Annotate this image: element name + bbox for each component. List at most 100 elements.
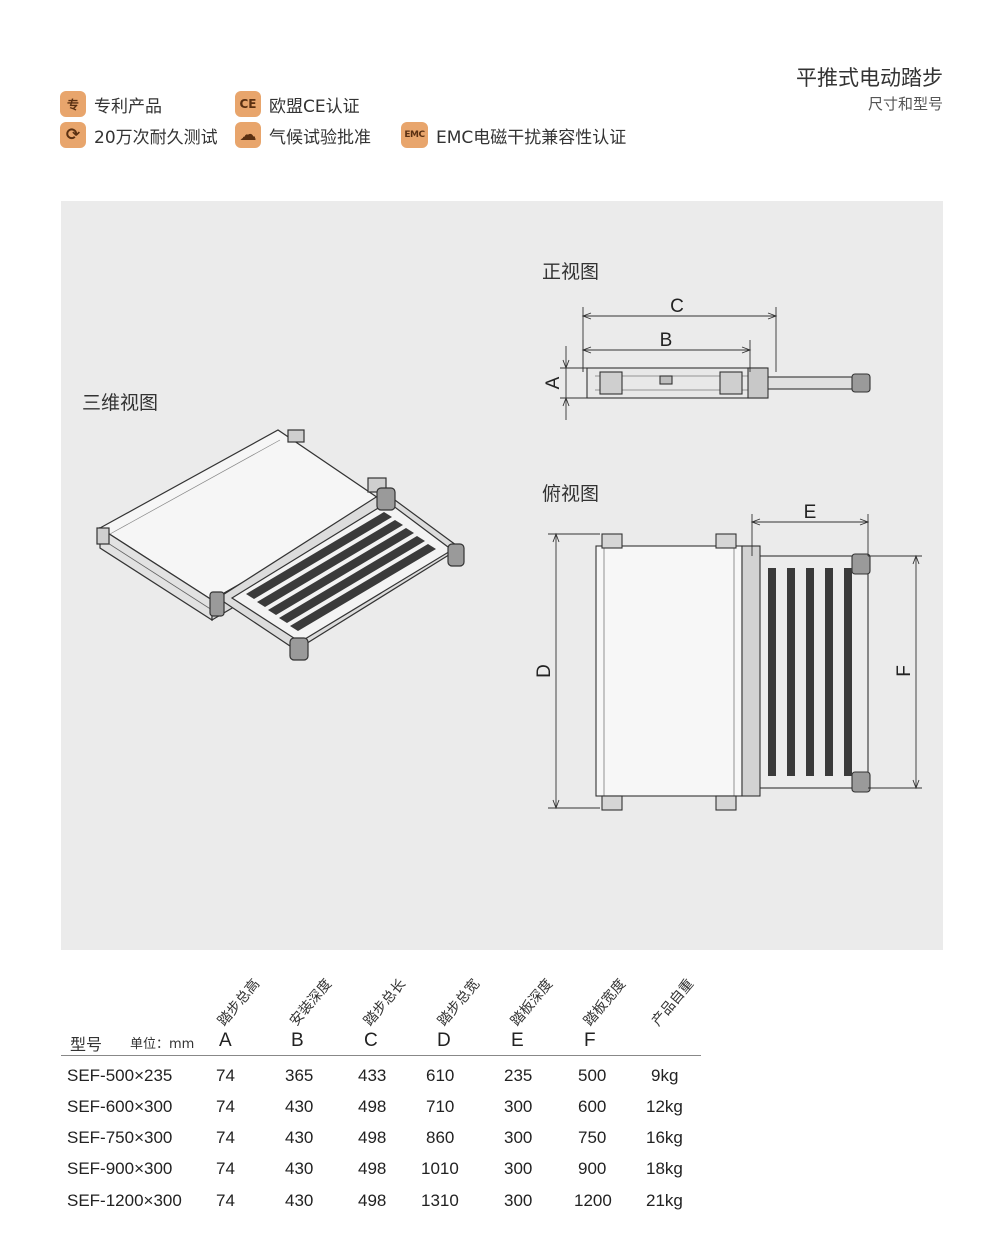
front-step-arm (766, 376, 856, 390)
top-treads (768, 568, 852, 776)
iso-corner-cap (376, 487, 396, 511)
table-cell: 610 (426, 1066, 455, 1085)
column-letter-b: B (291, 1030, 304, 1051)
table-cell: 498 (358, 1191, 387, 1210)
column-letter-a: A (219, 1030, 232, 1051)
table-cell: 9kg (651, 1066, 679, 1085)
column-letter-c: C (364, 1030, 378, 1051)
top-tread-strip (806, 568, 814, 776)
table-cell: 74 (216, 1191, 235, 1210)
feature-label: 专利产品 (94, 96, 162, 117)
table-cell: SEF-750×300 (67, 1128, 173, 1147)
dim-label-f: F (894, 665, 915, 677)
table-cell: 18kg (646, 1159, 683, 1178)
iso-view-label: 三维视图 (82, 392, 159, 414)
top-view-label: 俯视图 (542, 483, 600, 505)
table-cell: 900 (578, 1159, 607, 1178)
cloud-icon: ☁ (235, 122, 261, 148)
top-tread-strip (787, 568, 795, 776)
table-cell: 12kg (646, 1097, 683, 1116)
feature-ce: CE 欧盟CE认证 (235, 89, 360, 119)
table-cell: 1010 (421, 1159, 459, 1178)
top-mount-tab (601, 533, 623, 549)
iso-corner-cap (447, 543, 465, 567)
iso-mount-bracket (287, 429, 305, 443)
table-cell: 430 (285, 1097, 314, 1116)
table-cell: 300 (504, 1128, 533, 1147)
table-model-header: 型号 (70, 1035, 103, 1054)
iso-tread-strip (257, 520, 403, 607)
feature-emc: EMC EMC电磁干扰兼容性认证 (401, 120, 626, 150)
table-cell: SEF-600×300 (67, 1097, 173, 1116)
table-cell: 16kg (646, 1128, 683, 1147)
table-cell: SEF-1200×300 (67, 1191, 182, 1210)
table-cell: 1310 (421, 1191, 459, 1210)
iso-tread-strip (268, 528, 414, 615)
table-cell: 600 (578, 1097, 607, 1116)
iso-mount-bracket (96, 527, 110, 545)
column-letter-e: E (511, 1030, 524, 1051)
table-cell: 300 (504, 1159, 533, 1178)
table-cell: 1200 (574, 1191, 612, 1210)
feature-climate: ☁ 气候试验批准 (235, 120, 371, 150)
top-step-cap (851, 771, 871, 793)
table-cell: SEF-900×300 (67, 1159, 173, 1178)
feature-label: 20万次耐久测试 (94, 127, 218, 148)
table-cell: 74 (216, 1066, 235, 1085)
table-cell: 300 (504, 1191, 533, 1210)
dim-label-b: B (660, 330, 673, 351)
top-mount-tab (715, 795, 737, 811)
table-cell: 750 (578, 1128, 607, 1147)
dim-label-c: C (670, 296, 684, 317)
table-cell: SEF-500×235 (67, 1066, 173, 1085)
table-cell: 21kg (646, 1191, 683, 1210)
iso-tread-strip (290, 544, 436, 631)
page-subtitle: 尺寸和型号 (867, 95, 943, 113)
patent-icon: 专 (60, 91, 86, 117)
table-cell: 500 (578, 1066, 607, 1085)
table-cell: 74 (216, 1097, 235, 1116)
feature-patent: 专 专利产品 (60, 89, 162, 119)
top-tread-strip (844, 568, 852, 776)
top-step-cap (851, 553, 871, 575)
table-cell: 710 (426, 1097, 455, 1116)
top-tread-strip (768, 568, 776, 776)
feature-label: 欧盟CE认证 (269, 96, 360, 117)
table-cell: 365 (285, 1066, 314, 1085)
table-cell: 433 (358, 1066, 387, 1085)
feature-label: EMC电磁干扰兼容性认证 (436, 127, 627, 148)
table-cell: 430 (285, 1159, 314, 1178)
table-cell: 74 (216, 1128, 235, 1147)
iso-corner-cap (289, 637, 309, 661)
table-unit-label: 单位：mm (130, 1037, 195, 1052)
feature-durability: ⟳ 20万次耐久测试 (60, 120, 218, 150)
cycle-icon: ⟳ (60, 122, 86, 148)
top-dimension-lines (548, 514, 922, 810)
feature-label: 气候试验批准 (269, 127, 371, 148)
table-cell: 860 (426, 1128, 455, 1147)
front-view-label: 正视图 (542, 261, 600, 283)
front-step-cap (851, 373, 871, 393)
table-cell: 498 (358, 1128, 387, 1147)
page-title: 平推式电动踏步 (796, 66, 943, 90)
iso-corner-cap (209, 591, 225, 617)
ce-icon: CE (235, 91, 261, 117)
table-cell: 430 (285, 1128, 314, 1147)
emc-icon: EMC (401, 122, 428, 148)
front-dimension-lines (560, 307, 778, 420)
top-tread-strip (825, 568, 833, 776)
table-cell: 498 (358, 1097, 387, 1116)
column-letter-f: F (584, 1030, 596, 1051)
table-cell: 235 (504, 1066, 533, 1085)
iso-tread-strip (279, 536, 425, 623)
table-cell: 300 (504, 1097, 533, 1116)
table-cell: 430 (285, 1191, 314, 1210)
top-mount-tab (601, 795, 623, 811)
dim-label-e: E (804, 502, 817, 523)
dim-label-a: A (543, 376, 564, 389)
top-housing (595, 545, 743, 797)
table-divider (61, 1055, 701, 1056)
iso-tread-strip (246, 512, 392, 599)
column-letter-d: D (437, 1030, 451, 1051)
